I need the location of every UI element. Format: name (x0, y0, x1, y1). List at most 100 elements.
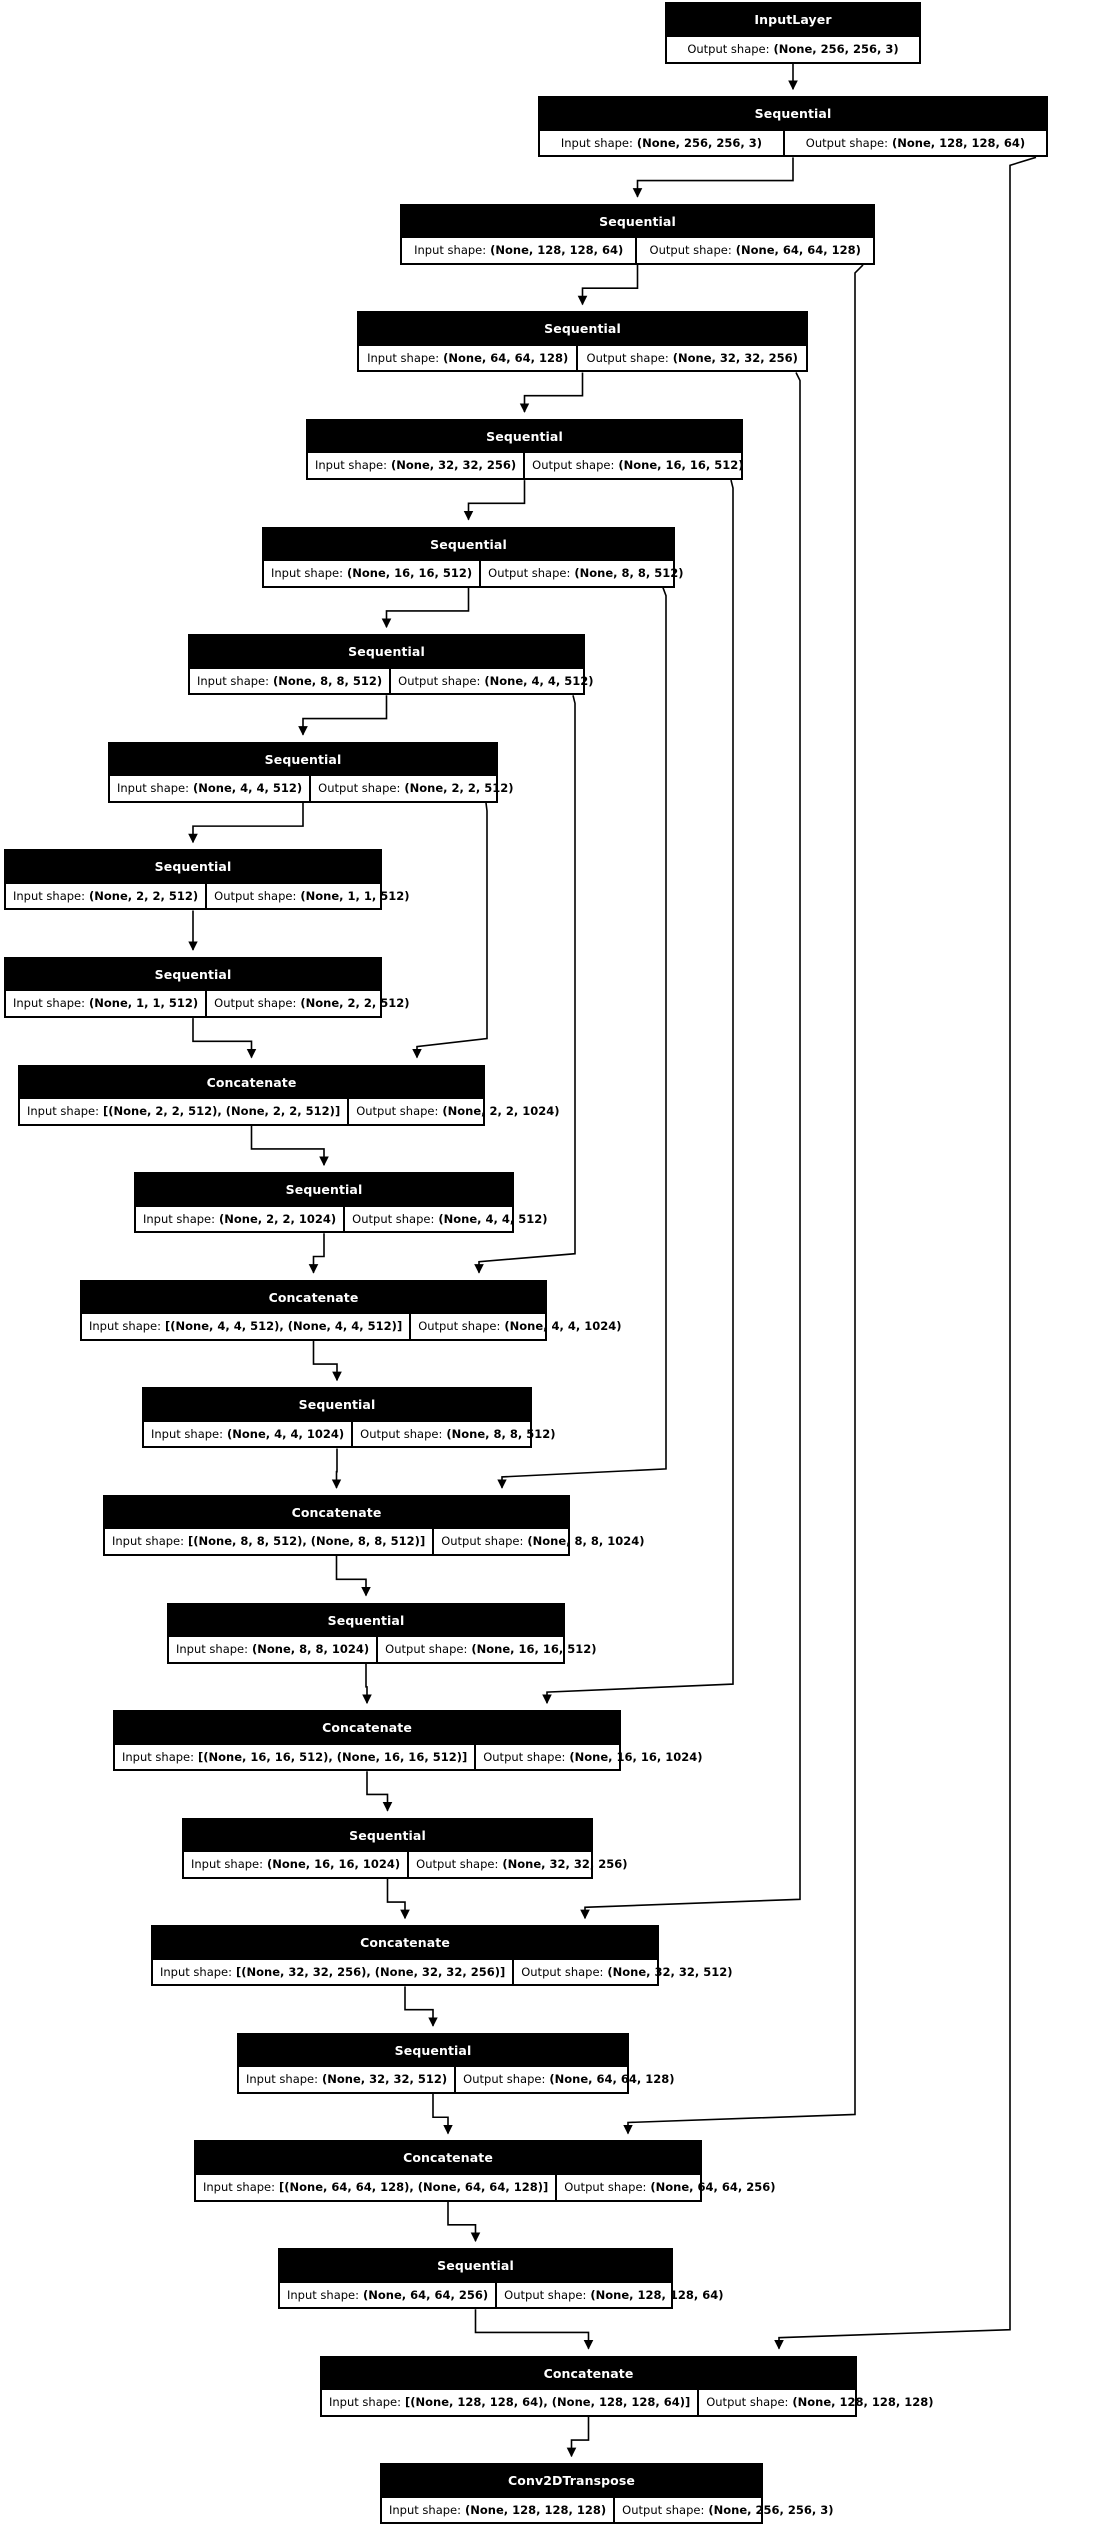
node-type-label: Concatenate (115, 1712, 619, 1743)
input-shape-value: [(None, 32, 32, 256), (None, 32, 32, 256… (236, 1964, 506, 1979)
output-shape-value: (None, 2, 2, 512) (300, 996, 410, 1011)
node-output-shape: Output shape:(None, 4, 4, 1024) (409, 1314, 628, 1339)
node-output-shape: Output shape:(None, 2, 2, 1024) (347, 1099, 566, 1124)
node-type-label: Sequential (280, 2250, 671, 2281)
input-shape-label: Input shape: (13, 996, 86, 1011)
edge-concat_5-to-seq_14 (404, 1986, 438, 2027)
node-input-shape: Input shape:(None, 64, 64, 128) (359, 346, 576, 371)
output-shape-value: (None, 4, 4, 1024) (504, 1319, 622, 1334)
node-type-label: Sequential (6, 851, 380, 882)
input-shape-label: Input shape: (191, 1857, 264, 1872)
input-shape-label: Input shape: (13, 888, 86, 903)
node-shape-row: Input shape:[(None, 16, 16, 512), (None,… (115, 1742, 703, 1770)
output-shape-value: (None, 2, 2, 512) (404, 781, 514, 796)
node-output-shape: Output shape:(None, 8, 8, 512) (351, 1421, 562, 1447)
input-shape-value: (None, 4, 4, 512) (193, 781, 303, 796)
node-shape-row: Input shape:[(None, 2, 2, 512), (None, 2… (20, 1097, 560, 1124)
edge-seq_10-to-concat_2 (308, 1233, 325, 1274)
edge-seq_12-to-concat_4 (362, 1663, 372, 1705)
output-shape-label: Output shape: (532, 458, 615, 473)
edge-concat_3-to-seq_12 (335, 1556, 371, 1597)
output-shape-label: Output shape: (805, 135, 888, 150)
node-type-label: Concatenate (20, 1066, 483, 1098)
output-shape-value: (None, 16, 16, 512) (618, 458, 744, 473)
input-shape-label: Input shape: (197, 673, 270, 688)
output-shape-label: Output shape: (398, 673, 481, 688)
node-shape-row: Output shape:(None, 256, 256, 3) (667, 34, 919, 62)
node-shape-row: Input shape:(None, 4, 4, 512)Output shap… (110, 774, 514, 801)
output-shape-value: (None, 1, 1, 512) (300, 888, 410, 903)
output-shape-label: Output shape: (586, 350, 669, 365)
input-shape-value: [(None, 128, 128, 64), (None, 128, 128, … (405, 2395, 691, 2410)
output-shape-value: (None, 8, 8, 512) (574, 566, 684, 581)
node-output-shape: Output shape:(None, 16, 16, 512) (376, 1636, 603, 1662)
input-shape-value: (None, 1, 1, 512) (89, 996, 199, 1011)
input-shape-value: [(None, 64, 64, 128), (None, 64, 64, 128… (279, 2179, 549, 2194)
node-shape-row: Input shape:[(None, 64, 64, 128), (None,… (196, 2172, 776, 2200)
node-output-shape: Output shape:(None, 64, 64, 128) (454, 2067, 681, 2093)
edge-seq_1-to-seq_2 (632, 157, 794, 198)
output-shape-value: (None, 256, 256, 3) (708, 2502, 834, 2517)
output-shape-label: Output shape: (352, 1211, 435, 1226)
edge-seq_1-to-concat_7 (774, 156, 1037, 2350)
output-shape-label: Output shape: (416, 1857, 499, 1872)
node-output-shape: Output shape:(None, 128, 128, 128) (697, 2390, 940, 2415)
node-output-shape: Output shape:(None, 1, 1, 512) (205, 883, 416, 909)
node-input-shape: Input shape:(None, 8, 8, 512) (190, 669, 389, 694)
edge-concat_7-to-conv2d_transpose (566, 2416, 590, 2458)
node-output-shape: Output shape:(None, 32, 32, 256) (576, 345, 806, 371)
node-shape-row: Input shape:(None, 16, 16, 512)Output sh… (264, 559, 684, 586)
output-shape-label: Output shape: (356, 1104, 439, 1119)
node-type-label: Concatenate (196, 2142, 700, 2173)
output-shape-value: (None, 128, 128, 64) (590, 2287, 724, 2302)
node-type-label: Concatenate (153, 1927, 657, 1958)
input-shape-value: (None, 128, 128, 64) (490, 243, 624, 258)
input-shape-label: Input shape: (203, 2179, 276, 2194)
input-shape-label: Input shape: (89, 1319, 162, 1334)
edge-seq_5-to-concat_3 (497, 587, 667, 1489)
node-output-shape: Output shape:(None, 2, 2, 512) (309, 776, 520, 801)
input-shape-value: (None, 32, 32, 512) (322, 2072, 448, 2087)
edge-seq_6-to-seq_7 (298, 695, 388, 736)
output-shape-label: Output shape: (214, 996, 297, 1011)
node-input-shape: Input shape:(None, 32, 32, 512) (239, 2067, 454, 2092)
edge-seq_5-to-seq_6 (381, 587, 470, 629)
output-shape-value: (None, 32, 32, 512) (607, 1964, 733, 1979)
input-shape-value: (None, 256, 256, 3) (636, 135, 763, 150)
edge-concat_4-to-seq_13 (366, 1771, 393, 1812)
edge-seq_2-to-seq_3 (577, 264, 639, 306)
node-output-shape: Output shape:(None, 8, 8, 1024) (432, 1529, 651, 1555)
node-output-shape: Output shape:(None, 128, 128, 64) (495, 2282, 730, 2308)
input-shape-label: Input shape: (143, 1211, 216, 1226)
input-shape-label: Input shape: (160, 1964, 233, 1979)
input-shape-value: (None, 4, 4, 1024) (227, 1426, 345, 1441)
output-shape-value: (None, 64, 64, 128) (735, 243, 861, 258)
output-shape-label: Output shape: (214, 888, 297, 903)
output-shape-label: Output shape: (706, 2395, 789, 2410)
node-output-shape: Output shape:(None, 64, 64, 128) (635, 238, 873, 263)
